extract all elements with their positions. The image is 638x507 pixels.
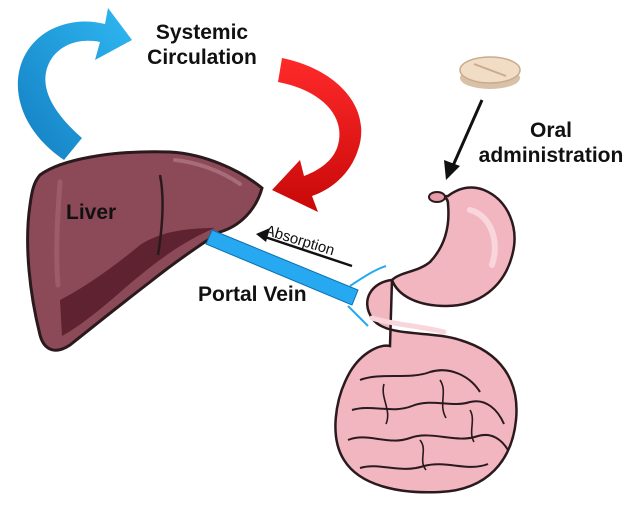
oral-administration-label: Oral administration xyxy=(466,118,636,168)
portal-vein xyxy=(205,229,387,327)
intestine-icon xyxy=(334,278,518,494)
liver-label: Liver xyxy=(66,201,117,224)
oral-label-line1: Oral xyxy=(529,119,573,142)
pill-icon xyxy=(459,56,521,89)
oral-label-line2: administration xyxy=(478,144,624,167)
systemic-label-line1: Systemic xyxy=(155,21,249,44)
oral-arrow xyxy=(444,99,484,180)
stomach-icon xyxy=(390,186,516,308)
systemic-arrow-blue xyxy=(17,8,132,160)
liver-icon xyxy=(26,150,264,352)
systemic-circulation-label: Systemic Circulation xyxy=(132,20,272,70)
absorption-arrow xyxy=(256,228,353,268)
systemic-label-line2: Circulation xyxy=(147,46,257,69)
systemic-arrow-red xyxy=(272,58,362,212)
portal-vein-label: Portal Vein xyxy=(198,283,307,306)
